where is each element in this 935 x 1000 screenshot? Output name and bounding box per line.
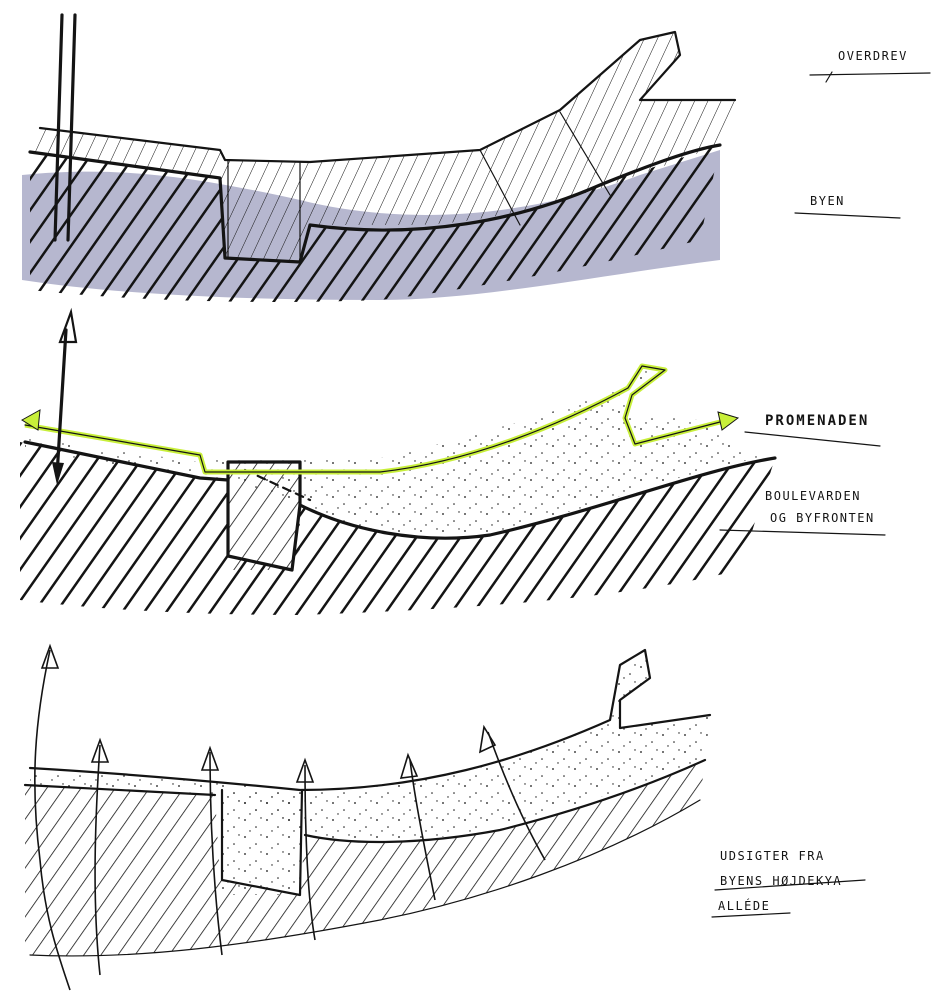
boulevard-fill (25, 368, 760, 539)
arrow-up-icon (487, 731, 546, 861)
label-overdrev: OVERDREV (838, 49, 908, 63)
label-promenaden: PROMENADEN (765, 413, 869, 429)
panel-bottom: UDSIGTER FRA BYENS HØJDEKYA ALLÉDE (23, 643, 866, 991)
arrow-right-icon (717, 411, 740, 431)
block-middle (228, 462, 300, 570)
arrow-up-icon (209, 751, 223, 956)
label-udsigter-3: ALLÉDE (718, 898, 770, 913)
arrow-up-icon (94, 744, 101, 976)
arrow-up-icon (409, 759, 436, 901)
panel-top: OVERDREV BYEN (22, 13, 931, 302)
ground-hatch (20, 442, 775, 615)
double-arrow-icon (52, 307, 78, 485)
arrow-up-icon (34, 649, 71, 991)
arrow-up-icon (304, 764, 316, 941)
overdrev-band (30, 32, 735, 262)
city-hatch (30, 145, 720, 302)
label-udsigter-2: BYENS HØJDEKYA (720, 874, 842, 888)
block-bottom (222, 790, 302, 895)
view-arrows (34, 643, 546, 991)
city-hatch-bottom (25, 760, 705, 956)
label-byen: BYEN (810, 194, 845, 208)
arrow-left-icon (21, 409, 41, 431)
label-boulevarden-1: BOULEVARDEN (765, 489, 861, 503)
label-boulevarden-2: OG BYFRONTEN (770, 511, 875, 525)
panel-middle: PROMENADEN BOULEVARDEN OG BYFRONTEN (20, 307, 886, 615)
label-udsigter-1: UDSIGTER FRA (720, 849, 825, 863)
